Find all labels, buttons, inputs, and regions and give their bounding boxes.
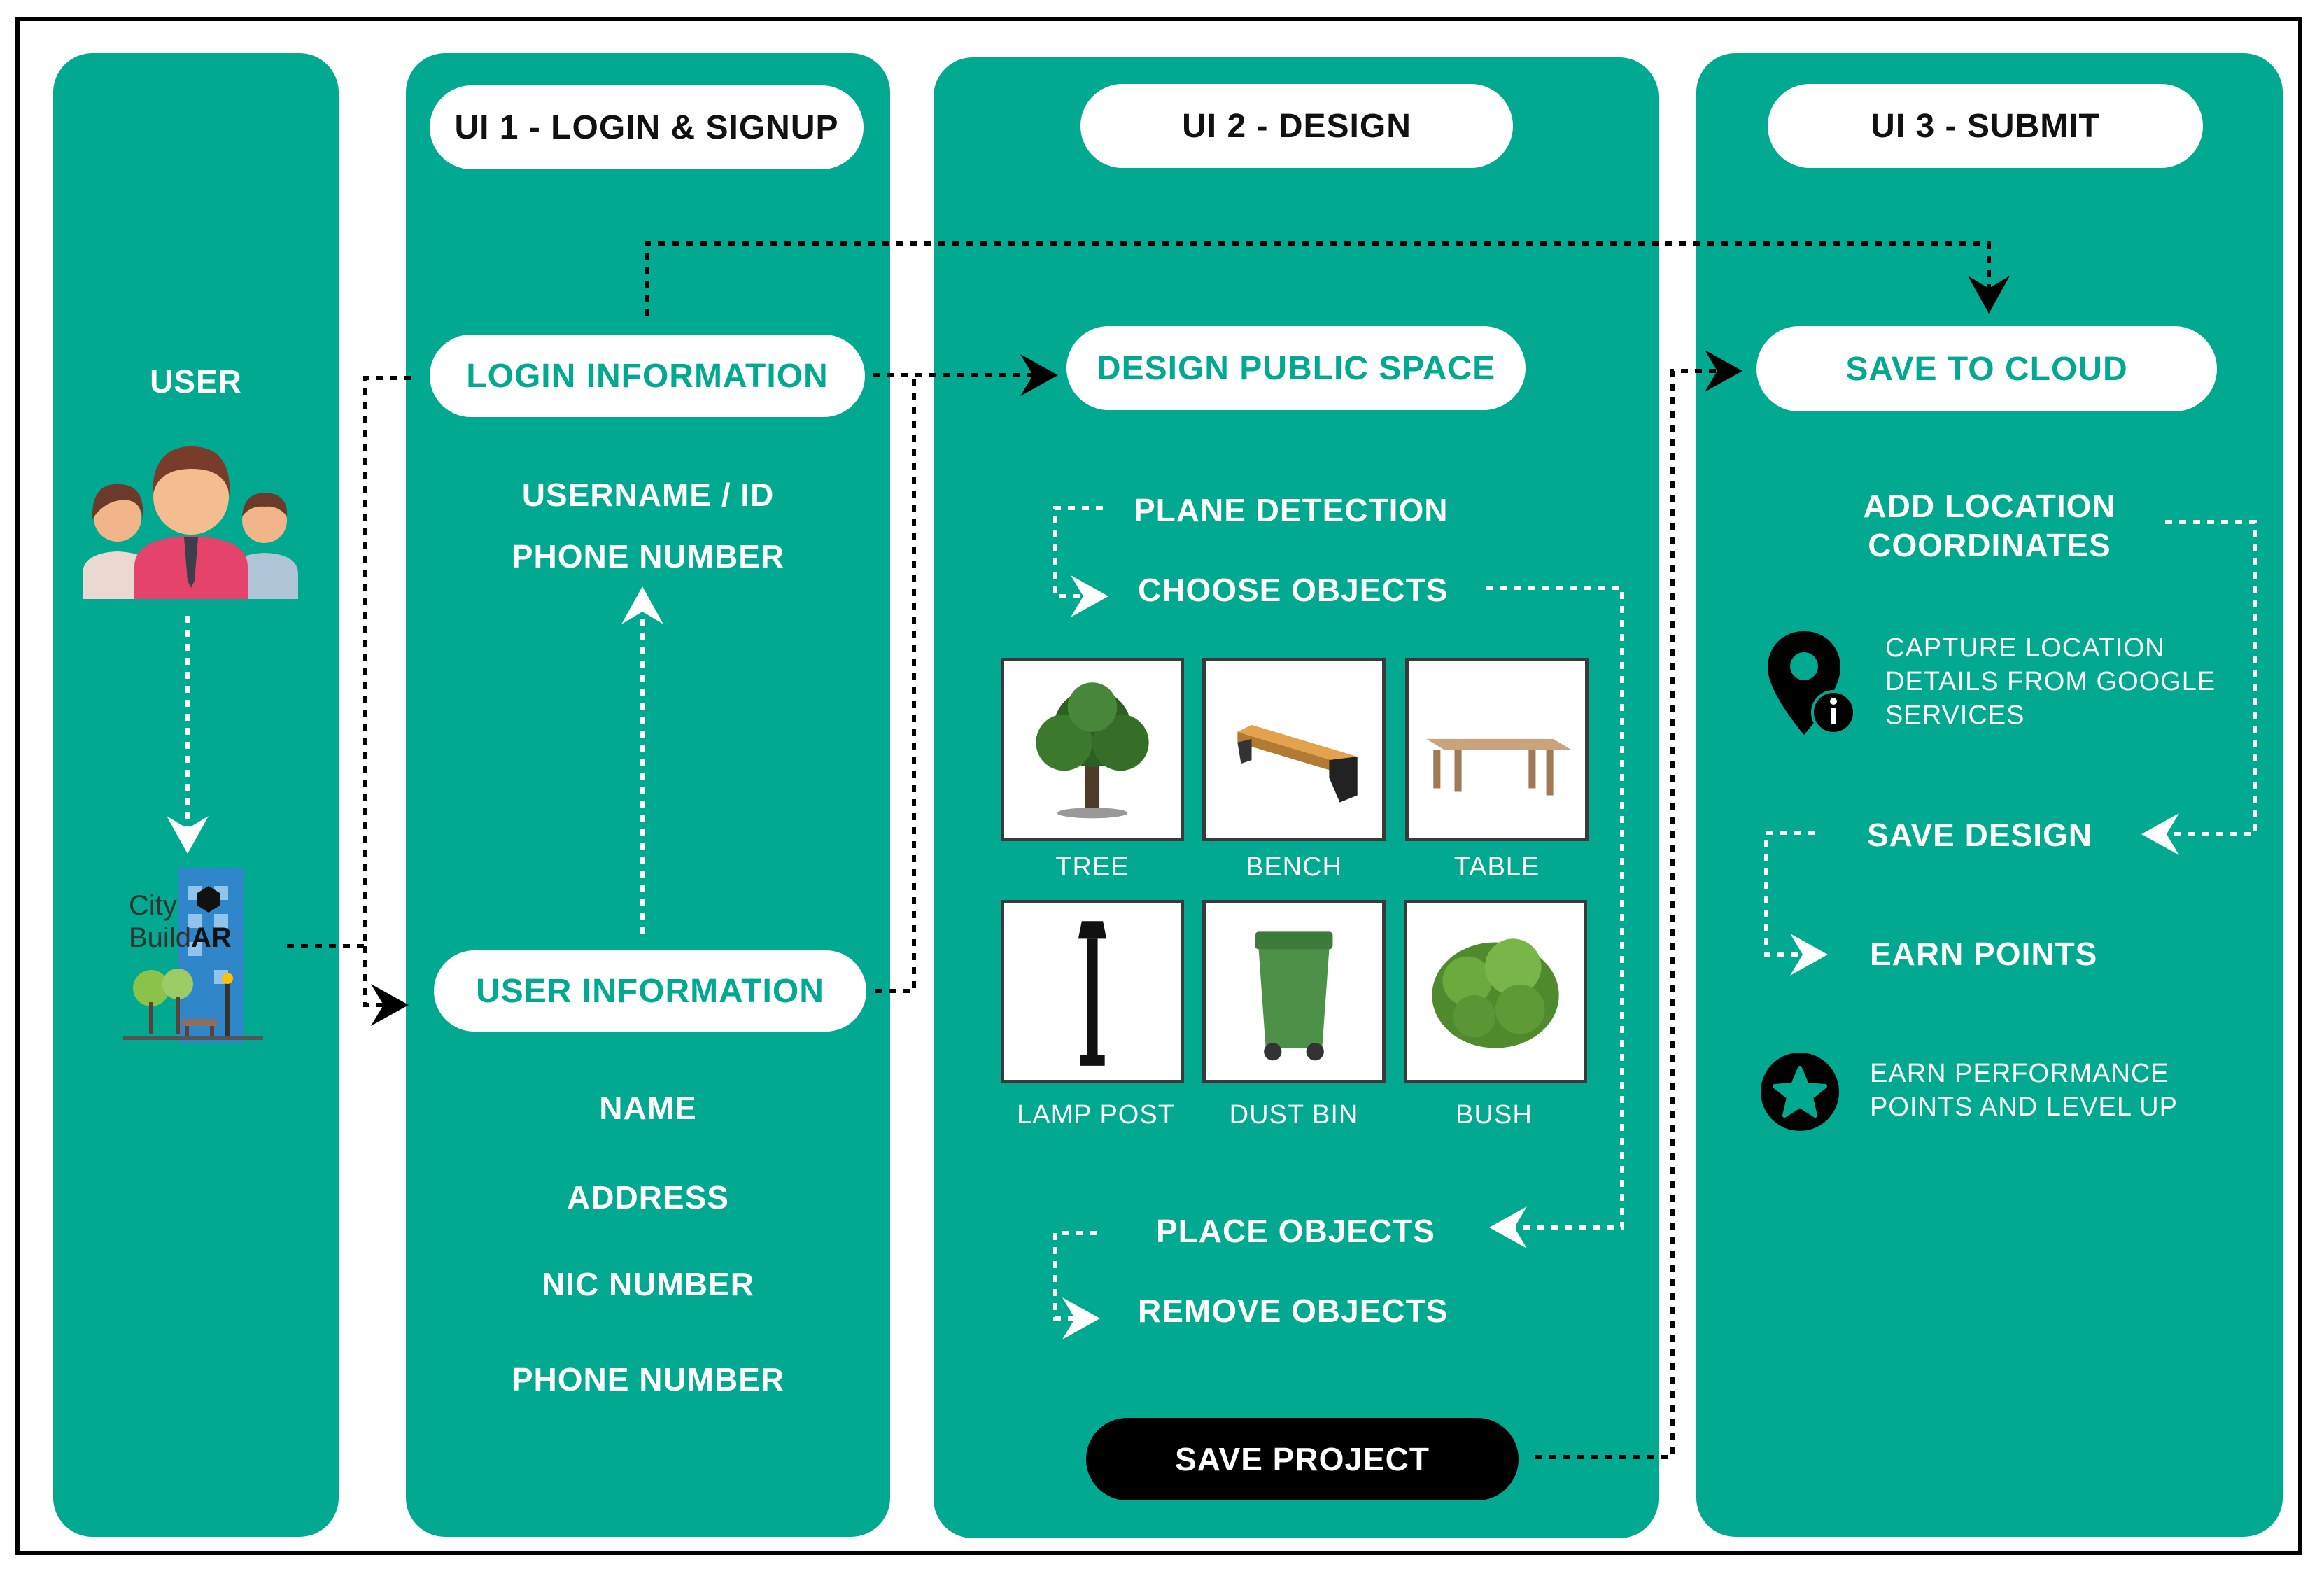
lamp-post-icon	[1078, 921, 1107, 1066]
citybuildar-logo: City BuildAR	[123, 865, 270, 1048]
step-place-objects: PLACE OBJECTS	[1156, 1213, 1435, 1249]
ui2-header: UI 2 - DESIGN	[1080, 84, 1513, 168]
bush-icon	[1432, 938, 1559, 1048]
user-column	[53, 53, 339, 1537]
object-label-table: TABLE	[1453, 852, 1540, 882]
save-project-button[interactable]: SAVE PROJECT	[1086, 1418, 1519, 1500]
login-item-phone: PHONE NUMBER	[511, 538, 785, 575]
user-information-pill: USER INFORMATION	[434, 950, 866, 1032]
step-remove-objects: REMOVE OBJECTS	[1138, 1293, 1449, 1329]
object-tile-dust-bin	[1202, 900, 1386, 1083]
object-label-tree: TREE	[1055, 852, 1129, 882]
earn-points-label: EARN POINTS	[1870, 936, 2098, 972]
location-info-icon	[1768, 631, 1856, 735]
dust-bin-icon	[1255, 931, 1333, 1061]
add-location-line2: COORDINATES	[1868, 527, 2111, 563]
tree-icon	[1036, 682, 1149, 819]
earn-line-2: POINTS AND LEVEL UP	[1870, 1092, 2178, 1122]
capture-line-1: CAPTURE LOCATION	[1885, 633, 2165, 663]
step-choose-objects: CHOOSE OBJECTS	[1138, 572, 1449, 608]
object-tile-bench	[1202, 658, 1386, 841]
bench-icon	[1237, 724, 1358, 803]
user-item-nic: NIC NUMBER	[542, 1266, 754, 1302]
user-item-name: NAME	[599, 1090, 697, 1126]
object-label-dust-bin: DUST BIN	[1229, 1100, 1359, 1130]
logo-text-city: City	[129, 890, 177, 921]
design-public-space-pill: DESIGN PUBLIC SPACE	[1066, 326, 1526, 410]
users-group-icon	[83, 446, 298, 599]
user-item-address: ADDRESS	[567, 1179, 729, 1216]
object-tile-tree	[1001, 658, 1184, 841]
ui3-column	[1696, 53, 2283, 1537]
table-icon	[1426, 738, 1571, 796]
login-item-username: USERNAME / ID	[521, 477, 775, 513]
step-plane-detection: PLANE DETECTION	[1134, 492, 1449, 528]
capture-line-3: SERVICES	[1885, 701, 2025, 730]
object-label-bench: BENCH	[1245, 852, 1343, 882]
ui1-column	[406, 53, 890, 1537]
add-location-line1: ADD LOCATION	[1863, 488, 2116, 524]
ui1-header: UI 1 - LOGIN & SIGNUP	[430, 85, 864, 169]
save-to-cloud-pill: SAVE TO CLOUD	[1756, 326, 2217, 411]
object-tile-bush	[1404, 900, 1587, 1083]
ui3-header: UI 3 - SUBMIT	[1768, 84, 2203, 168]
save-design-label: SAVE DESIGN	[1867, 817, 2092, 853]
earn-line-1: EARN PERFORMANCE	[1870, 1059, 2169, 1088]
object-label-bush: BUSH	[1456, 1100, 1533, 1130]
login-information-pill: LOGIN INFORMATION	[430, 335, 865, 417]
user-item-phone: PHONE NUMBER	[511, 1361, 785, 1398]
capture-line-2: DETAILS FROM GOOGLE	[1885, 667, 2216, 696]
star-badge-icon	[1761, 1053, 1839, 1131]
object-tile-table	[1405, 658, 1589, 841]
user-label: USER	[150, 363, 242, 400]
object-tile-lamp-post	[1001, 900, 1184, 1083]
logo-text-buildar: BuildAR	[129, 922, 232, 953]
object-label-lamp-post: LAMP POST	[1017, 1100, 1175, 1130]
